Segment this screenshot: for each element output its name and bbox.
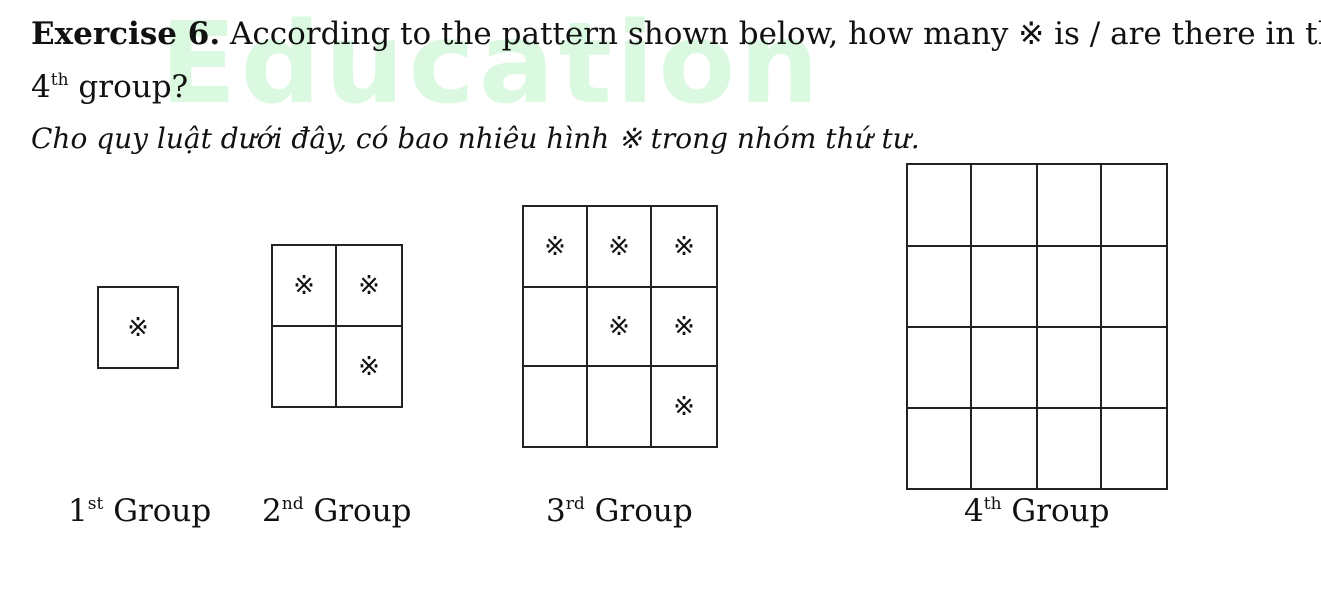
- grid-cell: [1038, 247, 1102, 328]
- group-1-grid: ※: [97, 286, 179, 369]
- group-4-label: 4th Group: [964, 493, 1110, 529]
- grid-cell: [1102, 247, 1168, 328]
- grid-cell: [908, 247, 972, 328]
- grid-cell: ※: [337, 327, 403, 408]
- exercise-number: Exercise 6.: [31, 16, 221, 52]
- grid-cell: [908, 165, 972, 247]
- grid-cell: [1038, 165, 1102, 247]
- grid-cell: ※: [524, 207, 588, 288]
- question-text-end: group?: [68, 69, 189, 105]
- question-english-continued: 4th group?: [31, 67, 188, 107]
- grid-cell: [273, 327, 337, 408]
- watermark: Education: [160, 0, 823, 129]
- grid-cell: ※: [652, 288, 718, 367]
- question-vietnamese: Cho quy luật dưới đây, có bao nhiêu hình…: [31, 122, 920, 155]
- group-4-grid: [906, 163, 1168, 490]
- grid-cell: [1102, 409, 1168, 490]
- grid-cell: ※: [337, 246, 403, 327]
- grid-cell: [1038, 328, 1102, 409]
- grid-cell: ※: [652, 207, 718, 288]
- grid-cell: [908, 409, 972, 490]
- ordinal-suffix: th: [50, 70, 69, 91]
- group-1-label: 1st Group: [68, 493, 212, 529]
- grid-cell: [908, 328, 972, 409]
- grid-cell: [1102, 328, 1168, 409]
- grid-cell: [524, 367, 588, 448]
- grid-cell: [972, 328, 1038, 409]
- grid-cell: [972, 409, 1038, 490]
- question-text: According to the pattern shown below, ho…: [220, 16, 1321, 52]
- grid-cell: ※: [99, 288, 179, 369]
- grid-cell: [1102, 165, 1168, 247]
- ordinal-number: 4: [31, 69, 51, 105]
- grid-cell: [972, 247, 1038, 328]
- grid-cell: ※: [588, 288, 652, 367]
- question-english: Exercise 6. According to the pattern sho…: [31, 14, 1321, 54]
- group-2-grid: ※※※: [271, 244, 403, 408]
- grid-cell: [1038, 409, 1102, 490]
- grid-cell: ※: [652, 367, 718, 448]
- group-3-label: 3rd Group: [546, 493, 693, 529]
- grid-cell: ※: [588, 207, 652, 288]
- group-3-grid: ※※※※※※: [522, 205, 718, 448]
- grid-cell: [524, 288, 588, 367]
- grid-cell: [972, 165, 1038, 247]
- grid-cell: [588, 367, 652, 448]
- group-2-label: 2nd Group: [262, 493, 412, 529]
- grid-cell: ※: [273, 246, 337, 327]
